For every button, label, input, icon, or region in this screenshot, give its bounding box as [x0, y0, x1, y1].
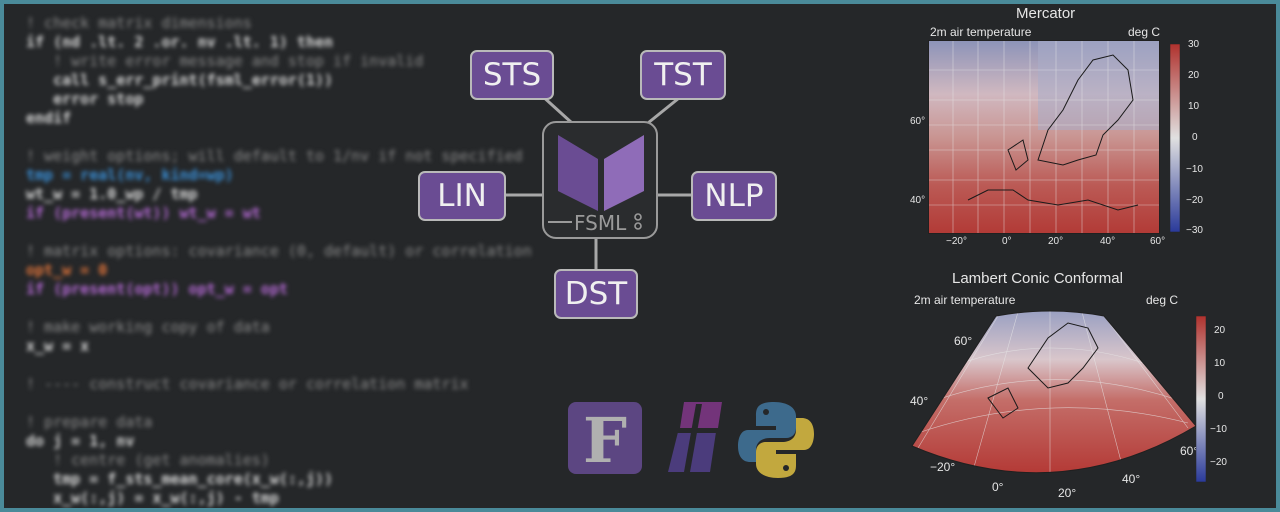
map1-units-label: deg C [1128, 25, 1161, 39]
hub-label: FSML [574, 211, 627, 235]
module-box-sts: STS [470, 50, 554, 100]
map1-lon-tick: 0° [1002, 236, 1012, 247]
map1-lat-tick: 40° [910, 195, 926, 206]
map1-colorbar-tick: 0 [1192, 132, 1198, 143]
map2-lon-tick: 0° [992, 480, 1004, 494]
svg-text:F: F [583, 404, 627, 474]
code-line: wt_w = 1.0_wp / tmp [26, 185, 198, 203]
map1-colorbar-tick: 20 [1188, 70, 1200, 81]
code-line: x_w(:,j) = x_w(:,j) - tmp [26, 489, 279, 507]
map1-variable-label: 2m air temperature [930, 25, 1032, 39]
code-line: call s_err_print(fsml_error(1)) [26, 71, 334, 89]
map1-lon-tick: 60° [1150, 236, 1166, 247]
map2-colorbar [1196, 316, 1206, 482]
module-box-nlp: NLP [691, 171, 777, 221]
module-box-lin: LIN [418, 171, 506, 221]
code-line: if (present(opt)) opt_w = opt [26, 280, 288, 298]
map1-lon-tick: −20° [946, 236, 967, 247]
code-line: if (nd .lt. 2 .or. nv .lt. 1) then [26, 33, 334, 51]
code-line: ! ---- construct covariance or correlati… [26, 375, 469, 393]
map2-lon-tick: 40° [1122, 472, 1141, 486]
map2-lambert-plot [911, 310, 1197, 474]
map2-colorbar-tick: 10 [1214, 358, 1226, 369]
map1-colorbar-tick: −10 [1186, 164, 1203, 175]
module-box-tst: TST [640, 50, 726, 100]
code-line: opt_w = 0 [26, 261, 108, 279]
code-line: ! make working copy of data [26, 318, 270, 336]
code-line: if (present(wt)) wt_w = wt [26, 204, 261, 222]
code-line: ! matrix options: covariance (0, default… [26, 242, 532, 260]
map2-lon-tick: 60° [1180, 444, 1199, 458]
code-line: ! write error message and stop if invali… [26, 52, 424, 70]
map1-colorbar-tick: −20 [1186, 195, 1203, 206]
map2-colorbar-tick: 0 [1218, 391, 1224, 402]
code-line: ! centre (get anomalies) [26, 451, 270, 469]
map2-colorbar-tick: 20 [1214, 325, 1226, 336]
fortran-lang-logo-icon [668, 402, 722, 472]
map2-variable-label: 2m air temperature [914, 293, 1016, 307]
map2-lon-tick: 20° [1058, 486, 1077, 500]
fsml-hub-logo: FSML [542, 121, 658, 239]
code-line: x_w = x [26, 337, 90, 355]
map1-mercator-plot [928, 40, 1160, 234]
map2-lat-tick: 40° [910, 394, 929, 408]
map1-lat-tick: 60° [910, 116, 926, 127]
code-line: error stop [26, 90, 144, 108]
map1-colorbar-tick: −30 [1186, 225, 1203, 236]
code-line: tmp = f_sts_mean_core(x_w(:,j)) [26, 470, 334, 488]
map1-lon-tick: 20° [1048, 236, 1064, 247]
code-line: ! check matrix dimensions [26, 14, 252, 32]
map2-title: Lambert Conic Conformal [952, 270, 1123, 287]
code-line: tmp = real(nv, kind=wp) [26, 166, 234, 184]
code-line: ! weight options; will default to 1/nv i… [26, 147, 523, 165]
map1-title: Mercator [1016, 5, 1076, 22]
module-box-dst: DST [554, 269, 638, 319]
fortran-logo-icon: F [568, 402, 642, 474]
map2-colorbar-tick: −10 [1210, 424, 1227, 435]
code-line: endif [26, 109, 72, 127]
fsml-book-icon [548, 135, 644, 230]
python-logo-icon [738, 402, 814, 478]
map2-units-label: deg C [1146, 293, 1179, 307]
map2-lon-tick: −20° [930, 460, 956, 474]
map1-lon-tick: 40° [1100, 236, 1116, 247]
map1-colorbar-tick: 10 [1188, 101, 1200, 112]
map2-colorbar-tick: −20 [1210, 457, 1227, 468]
map1-colorbar [1170, 44, 1180, 232]
map2-lat-tick: 60° [954, 334, 973, 348]
map1-colorbar-tick: 30 [1188, 39, 1200, 50]
code-line: do j = 1, nv [26, 432, 135, 450]
code-line: ! prepare data [26, 413, 153, 431]
